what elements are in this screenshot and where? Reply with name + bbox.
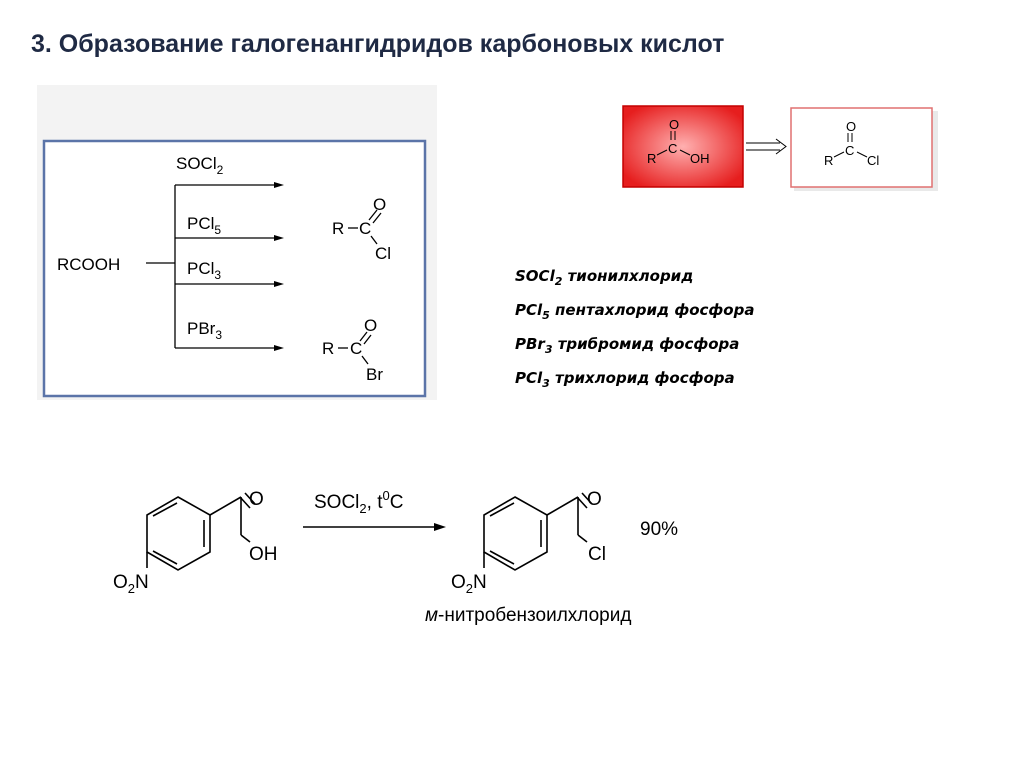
example-conditions: SOCl2, t0C [314,488,403,516]
legend-item: SOCl2 тионилхлорид [515,267,694,288]
page-title: 3. Образование галогенангидридов карбоно… [31,30,725,58]
svg-text:C: C [350,339,362,358]
svg-text:O: O [669,117,679,132]
example-reaction: O OH O2N SOCl2, t0C O Cl O2N 90% м-н [113,488,678,626]
reactant-nitrobenzoic-acid: O OH O2N [113,489,278,596]
arrow-pcl3 [175,281,284,287]
arrow-socl2 [175,182,284,188]
svg-text:O: O [249,489,264,510]
yield-label: 90% [640,519,678,540]
legend-item: PCl3 трихлорид фосфора [515,369,735,390]
product-acyl-chloride: R C O Cl [332,195,391,263]
svg-text:C: C [359,219,371,238]
svg-text:O: O [373,195,386,214]
chloride-formula: O C R Cl [824,119,879,168]
acid-to-chloride-transform: O C R OH O C R Cl [622,105,938,191]
acid-formula: O C R OH [647,117,710,166]
arrow-pcl5 [175,235,284,241]
legend-item: PBr3 трибромид фосфора [515,335,740,356]
product-name: м-нитробензоилхлорид [425,605,631,626]
double-arrow [746,138,787,155]
svg-text:Cl: Cl [867,153,879,168]
chloride-box [790,107,933,188]
svg-text:R: R [824,153,833,168]
product-acyl-bromide: R C O Br [322,316,383,384]
acid-box [622,105,744,188]
svg-text:R: R [332,219,344,238]
svg-text:O: O [587,489,602,510]
reagent-pbr3: PBr3 [187,319,222,342]
example-arrow [303,523,446,531]
reagent-legend: SOCl2 тионилхлорид PCl5 пентахлорид фосф… [515,262,754,398]
rcooh-label: RCOOH [57,255,120,274]
legend-item: PCl5 пентахлорид фосфора [515,301,755,322]
svg-text:OH: OH [249,544,278,565]
svg-text:O: O [364,316,377,335]
svg-text:O2N: O2N [113,572,149,596]
svg-text:Br: Br [366,365,383,384]
svg-text:O: O [846,119,856,134]
svg-text:O2N: O2N [451,572,487,596]
reagent-pcl5: PCl5 [187,214,221,237]
svg-text:R: R [647,151,656,166]
svg-text:Cl: Cl [588,544,606,565]
reagents-scheme: RCOOH SOCl2 PCl5 PCl3 PBr3 R C [37,85,437,400]
svg-text:C: C [668,141,677,156]
svg-text:C: C [845,143,854,158]
svg-text:R: R [322,339,334,358]
reagent-pcl3: PCl3 [187,259,221,282]
scheme-frame [42,139,427,398]
reagent-socl2: SOCl2 [176,154,224,177]
product-nitrobenzoyl-chloride: O Cl O2N [451,489,606,596]
svg-text:OH: OH [690,151,710,166]
arrow-pbr3 [175,345,284,351]
svg-text:Cl: Cl [375,244,391,263]
